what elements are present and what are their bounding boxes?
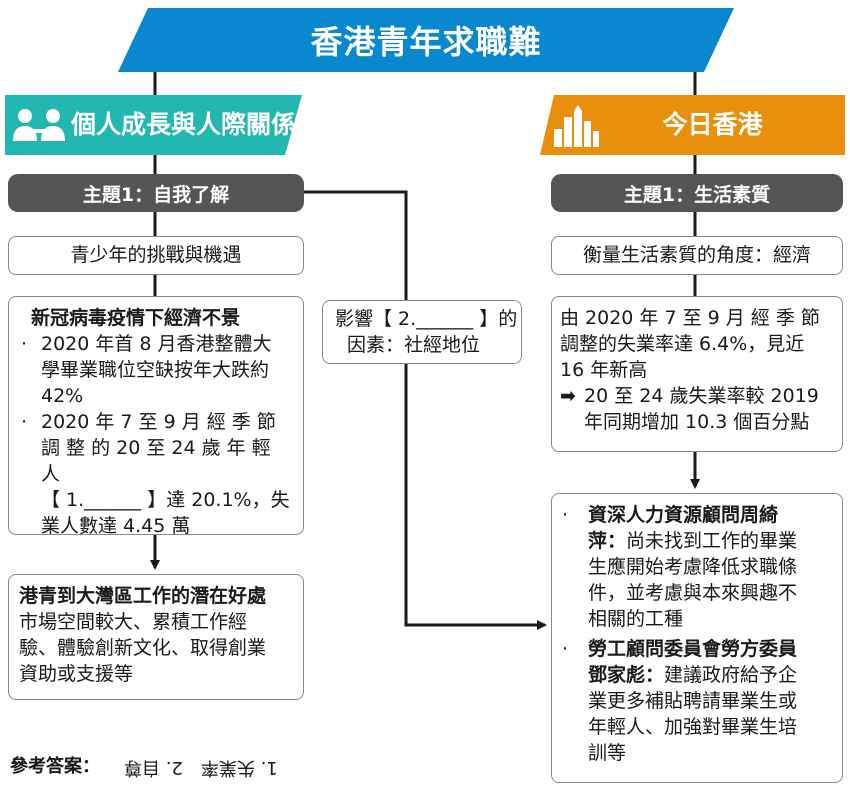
left-topic-bar: 主題1：自我了解 — [8, 174, 304, 212]
list-item: · 2020 年首 8 月香港整體大 學畢業職位空缺按年大跌約 42% — [21, 333, 272, 407]
list-item: · 勞工顧問委員會勞方委員 鄧家彪：建議政府給予企 業更多補貼聘請畢業生或 年輕… — [562, 638, 798, 764]
left-subtopic-box: 青少年的挑戰與機遇 — [8, 236, 304, 275]
bullet-dot: · — [562, 504, 569, 526]
right-header-label: 今日香港 — [662, 110, 763, 139]
list-item: ➡ 20 至 24 歲失業率較 2019 年同期增加 10.3 個百分點 — [560, 385, 819, 433]
left-subtopic: 青少年的挑戰與機遇 — [70, 244, 242, 266]
bullet-dot: · — [21, 333, 28, 355]
right-subtopic: 衡量生活素質的角度：經濟 — [582, 244, 811, 266]
list-item: · 2020 年 7 至 9 月 經 季 節 調 整 的 20 至 24 歲 年… — [21, 411, 290, 537]
answer-text: 1. 失業率 2. 自尊 — [123, 757, 278, 778]
right-subtopic-box: 衡量生活素質的角度：經濟 — [551, 236, 843, 275]
people-icon — [11, 107, 69, 143]
bullet-dot: · — [562, 638, 569, 660]
list-item: · 資深人力資源顧問周綺 萍：尚未找到工作的畢業 生應開始考慮降低求職條 件，並… — [562, 504, 798, 630]
right-header: 今日香港 — [540, 95, 845, 155]
arrow-right-icon: ➡ — [560, 385, 576, 407]
right-advice-box: · 資深人力資源顧問周綺 萍：尚未找到工作的畢業 生應開始考慮降低求職條 件，並… — [551, 493, 843, 783]
left-header-label: 個人成長與人際關係 — [71, 110, 297, 139]
answer-label: 參考答案： — [10, 756, 100, 777]
left-header: 個人成長與人際關係 — [5, 95, 302, 155]
left-bay-area-heading: 港青到大灣區工作的潛在好處 — [19, 585, 267, 607]
left-bay-area-box: 港青到大灣區工作的潛在好處 市場空間較大、累積工作經 驗、體驗創新文化、取得創業… — [8, 574, 304, 700]
arrow-middle-to-right — [404, 364, 547, 630]
middle-factor-box: 影響【 2.______ 】的 因素：社經地位 — [322, 300, 522, 364]
left-economy-heading: 新冠病毒疫情下經濟不景 — [31, 307, 241, 329]
left-economy-box: 新冠病毒疫情下經濟不景 · 2020 年首 8 月香港整體大 學畢業職位空缺按年… — [8, 296, 304, 537]
right-topic-bar: 主題1：生活素質 — [551, 174, 843, 212]
page-title: 香港青年求職難 — [310, 23, 542, 61]
right-unemployment-box: 由 2020 年 7 至 9 月 經 季 節 調整的失業率達 6.4%，見近 1… — [551, 296, 843, 452]
bullet-dot: · — [21, 411, 28, 433]
answer-key: 參考答案： 1. 失業率 2. 自尊 — [10, 752, 330, 782]
city-skyline-icon — [552, 103, 600, 147]
title-banner: 香港青年求職難 — [118, 8, 734, 72]
